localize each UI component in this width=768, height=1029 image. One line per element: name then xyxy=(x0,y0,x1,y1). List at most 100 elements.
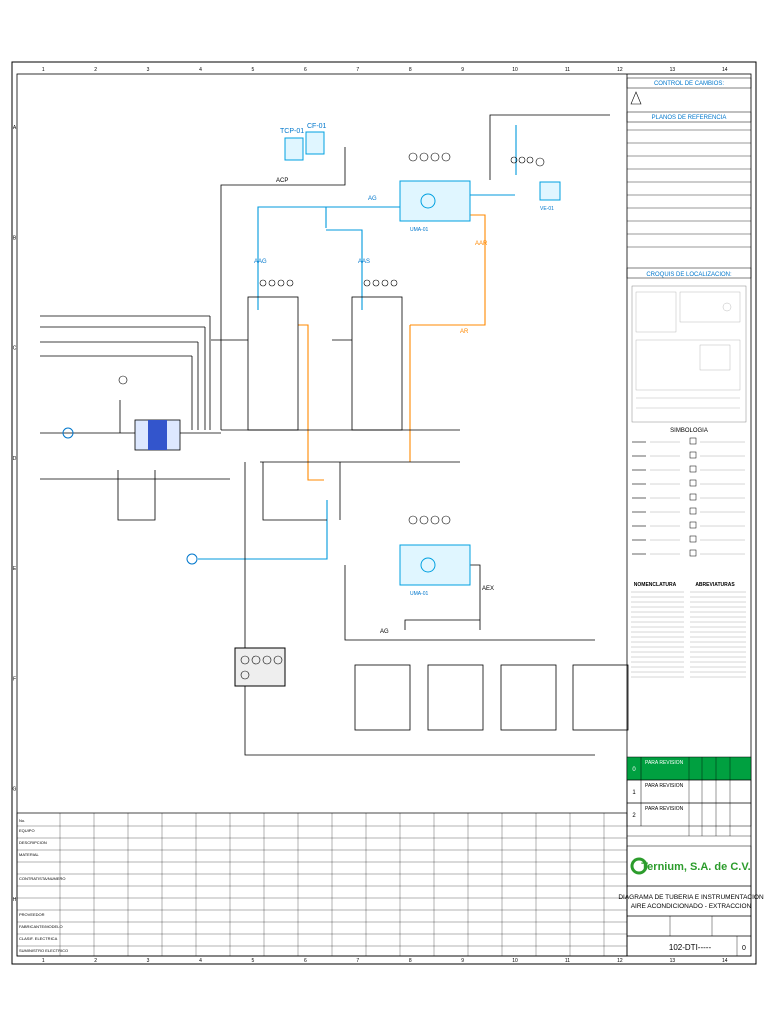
rev-no-2: 2 xyxy=(632,813,636,819)
column-number: 8 xyxy=(409,67,412,73)
acp-label: ACP xyxy=(276,178,288,184)
rev-desc-0: PARA REVISION xyxy=(645,760,684,766)
room-2 xyxy=(351,296,403,431)
column-number-bottom: 4 xyxy=(199,958,202,964)
rev-desc-2: PARA REVISION xyxy=(645,806,684,812)
drawing-title-2: AIRE ACONDICIONADO - EXTRACCION xyxy=(631,903,752,910)
nomenclature-list xyxy=(631,591,746,678)
column-number: 12 xyxy=(617,67,623,73)
title-block: Ternium, S.A. de C.V. DIAGRAMA DE TUBERI… xyxy=(618,845,764,957)
room-1 xyxy=(247,296,299,431)
process-diagram: UMA-01 UMA-01 TCP-01 CF-01 VE-01 xyxy=(40,114,629,756)
control-cambios-title: CONTROL DE CAMBIOS: xyxy=(654,81,724,87)
pump-icon-1 xyxy=(62,427,74,439)
bom-label: SUMINISTRO ELECTRICO xyxy=(19,948,68,953)
row-letter: C xyxy=(13,346,17,352)
fan-icon xyxy=(420,193,436,209)
planos-referencia-title: PLANOS DE REFERENCIA xyxy=(652,115,727,121)
column-number-bottom: 8 xyxy=(409,958,412,964)
ve-01-unit xyxy=(539,181,561,201)
company-name: Ternium, S.A. de C.V. xyxy=(641,861,750,873)
cf-01-box xyxy=(305,131,325,155)
drawing-title-1: DIAGRAMA DE TUBERIA E INSTRUMENTACION xyxy=(618,894,764,901)
column-number: 2 xyxy=(94,67,97,73)
info-panel: CONTROL DE CAMBIOS: PLANOS DE REFERENCIA… xyxy=(626,74,752,956)
column-number-bottom: 10 xyxy=(512,958,518,964)
ar-label: AR xyxy=(460,329,469,335)
row-letter: G xyxy=(13,787,17,793)
tcp-01-box xyxy=(284,137,304,161)
column-number-bottom: 2 xyxy=(94,958,97,964)
column-number: 13 xyxy=(670,67,676,73)
column-number: 9 xyxy=(461,67,464,73)
row-letter: H xyxy=(13,897,17,903)
reference-rows xyxy=(627,129,751,248)
bom-label: PROVEEDOR xyxy=(19,912,45,917)
aar-label: AAR xyxy=(475,241,488,247)
ve-tag: VE-01 xyxy=(540,206,554,212)
revision-triangle-icon xyxy=(630,91,642,105)
sheet-border xyxy=(11,61,757,965)
row-letter: A xyxy=(13,125,17,131)
column-number: 11 xyxy=(565,67,570,73)
aas-label: AAS xyxy=(358,259,370,265)
control-panel xyxy=(234,647,286,687)
rev-no-0: 0 xyxy=(632,767,636,773)
revision-block: 0 1 2 PARA REVISION PARA REVISION PARA R… xyxy=(626,756,752,837)
bom-label: CLASIF. ELECTRICA xyxy=(19,936,58,941)
aag-label: AAG xyxy=(254,259,267,265)
column-number: 5 xyxy=(252,67,255,73)
tcp-tag: TCP-01 xyxy=(280,128,304,135)
bom-label: FABRICANTE/MODELO xyxy=(19,924,63,929)
column-number-bottom: 1 xyxy=(42,958,45,964)
column-number-bottom: 13 xyxy=(670,958,676,964)
cf-tag: CF-01 xyxy=(307,123,327,130)
fan-icon-lower xyxy=(420,557,436,573)
bom-table: No. EQUIPO DESCRIPCION MATERIAL CONTRATISTA/… xyxy=(16,812,628,957)
drawing-rev: 0 xyxy=(742,945,746,952)
ag-label: AG xyxy=(368,196,377,202)
column-number-bottom: 3 xyxy=(147,958,150,964)
bom-label: CONTRATISTA/NUMERO xyxy=(19,876,66,881)
column-number-bottom: 14 xyxy=(722,958,728,964)
column-number: 3 xyxy=(147,67,150,73)
column-number: 7 xyxy=(356,67,359,73)
bom-label: MATERIAL xyxy=(19,852,39,857)
column-number-bottom: 7 xyxy=(356,958,359,964)
rev-desc-1: PARA REVISION xyxy=(645,783,684,789)
uma-tag-2: UMA-01 xyxy=(410,591,429,597)
row-letter: D xyxy=(13,456,17,462)
company-logo-icon xyxy=(630,857,648,875)
aex-label: AEX xyxy=(482,586,494,592)
column-number-bottom: 9 xyxy=(461,958,464,964)
bom-label: DESCRIPCION xyxy=(19,840,47,845)
room-3 xyxy=(354,664,411,731)
column-number: 4 xyxy=(199,67,202,73)
drawing-number: 102-DTI----- xyxy=(669,943,712,952)
column-number: 6 xyxy=(304,67,307,73)
column-number: 10 xyxy=(512,67,518,73)
row-letter: B xyxy=(13,235,17,241)
room-4 xyxy=(427,664,484,731)
column-number: 1 xyxy=(42,67,45,73)
room-5 xyxy=(500,664,557,731)
row-letter: F xyxy=(13,676,16,682)
nomenclatura-title: NOMENCLATURA xyxy=(634,582,677,588)
abreviaturas-title: ABREVIATURAS xyxy=(695,582,735,588)
room-6 xyxy=(572,664,629,731)
rev-no-1: 1 xyxy=(632,790,636,796)
column-number: 14 xyxy=(722,67,728,73)
croquis-title: CROQUIS DE LOCALIZACION: xyxy=(646,272,732,278)
column-numbers: 11223344556677889910101111121213131414AB… xyxy=(13,67,728,964)
pump-icon-2 xyxy=(186,553,198,565)
column-number-bottom: 6 xyxy=(304,958,307,964)
bom-label: No. xyxy=(19,818,25,823)
legend xyxy=(632,437,745,557)
black-piping xyxy=(40,114,610,756)
simbologia-title: SIMBOLOGIA xyxy=(670,428,708,434)
bom-label: EQUIPO xyxy=(19,828,35,833)
uma-tag-1: UMA-01 xyxy=(410,227,429,233)
instrument-bubbles xyxy=(118,152,545,525)
